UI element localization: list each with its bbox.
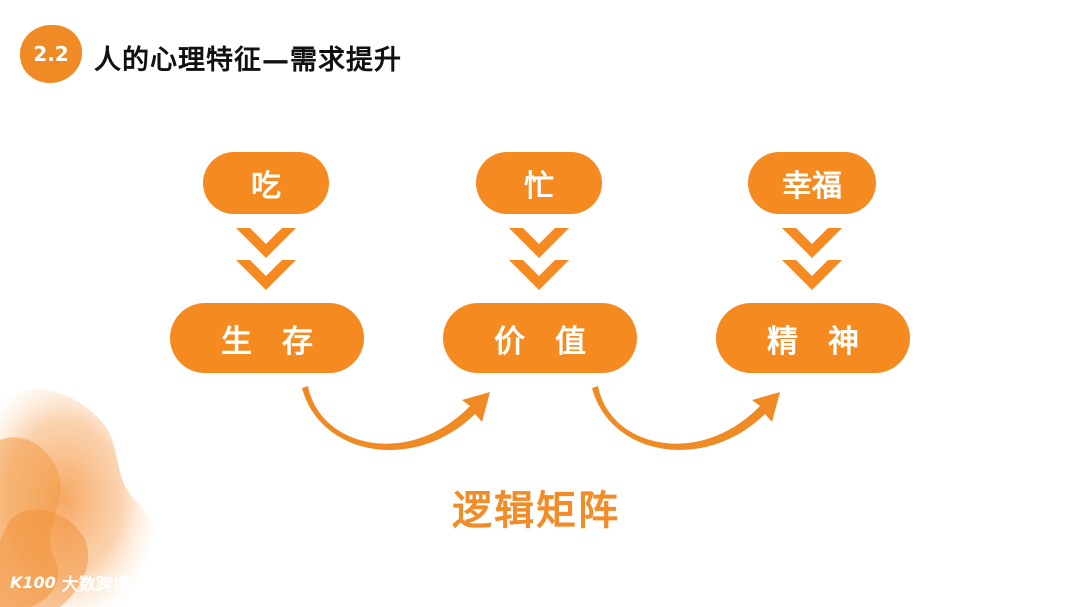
need-pill-mang: 忙 — [476, 152, 602, 214]
logic-matrix-label: 逻辑矩阵 — [452, 488, 620, 534]
section-number-badge: 2.2 — [20, 25, 82, 83]
curved-arrow-icon — [592, 386, 780, 450]
level-label: 精神 — [767, 323, 889, 360]
need-pill-xingfu: 幸福 — [748, 152, 876, 214]
level-pill-jingshen: 精神 — [716, 303, 910, 373]
brand-logo: K100 — [10, 573, 56, 592]
level-pill-jiazhi: 价值 — [443, 303, 637, 373]
level-pill-shengcun: 生存 — [170, 303, 364, 373]
level-label: 生存 — [221, 323, 343, 360]
section-number: 2.2 — [33, 42, 69, 66]
double-chevron-down-icon — [236, 228, 296, 290]
need-label: 幸福 — [782, 169, 842, 204]
double-chevron-down-icon — [509, 228, 569, 290]
curved-arrow-icon — [302, 386, 490, 450]
page-title: 人的心理特征—需求提升 — [94, 45, 402, 76]
level-label: 价值 — [494, 323, 616, 360]
need-pill-chi: 吃 — [203, 152, 329, 214]
need-label: 吃 — [251, 169, 281, 204]
need-label: 忙 — [524, 169, 554, 204]
ink-splash-decoration — [0, 389, 161, 607]
brand-name: 大数跨境 — [61, 575, 130, 595]
double-chevron-down-icon — [782, 228, 842, 290]
brand-watermark: K100 大数跨境 — [10, 570, 130, 595]
